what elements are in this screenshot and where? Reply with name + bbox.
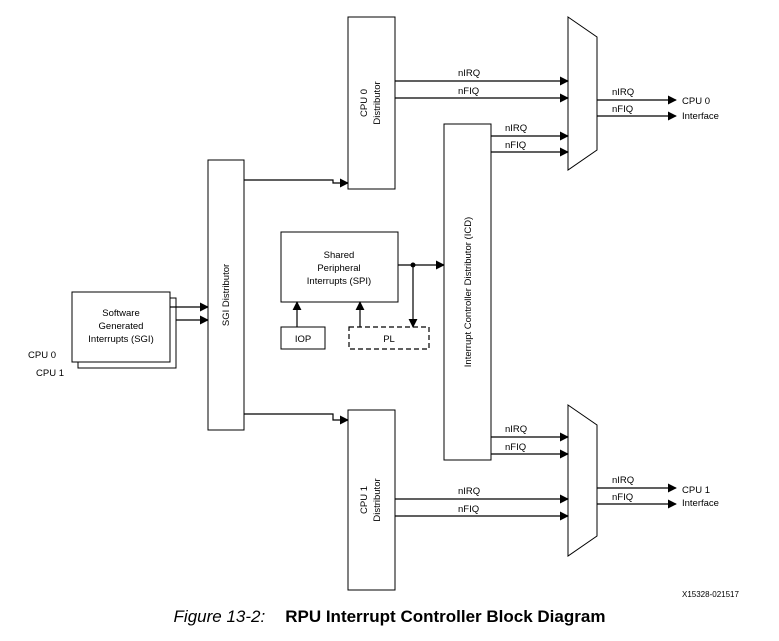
cpu1-interface-label-2: Interface <box>682 498 719 509</box>
cpu0-dist-nirq-label: nIRQ <box>458 68 480 79</box>
icd-block <box>443 123 492 461</box>
sgi-to-cpu0-dist-arrow <box>244 178 349 188</box>
cpu0-interface-label-1: CPU 0 <box>682 96 710 107</box>
icd-top-nirq-label: nIRQ <box>505 123 527 134</box>
sgi-to-cpu1-dist-arrow <box>244 413 349 425</box>
pl-block <box>348 326 430 350</box>
figure-title: RPU Interrupt Controller Block Diagram <box>285 607 606 626</box>
sgi-label-2: Generated <box>99 321 144 332</box>
cpu1-distributor-block <box>347 409 396 591</box>
sgi-box-front <box>71 291 171 363</box>
cpu0-dist-nfiq-label: nFIQ <box>458 86 479 97</box>
cpu0-input-label: CPU 0 <box>28 350 56 361</box>
sgi-distributor-label: SGI Distributor <box>221 264 232 326</box>
cpu1-input-label: CPU 1 <box>36 368 64 379</box>
spi-label-3: Interrupts (SPI) <box>307 276 371 287</box>
spi-label-1: Shared <box>324 250 355 261</box>
cpu1-mux <box>567 404 598 557</box>
sgi-label-3: Interrupts (SGI) <box>88 334 153 345</box>
cpu0-distributor-label-2: Distributor <box>372 81 383 124</box>
cpu0-out-nfiq-label: nFIQ <box>612 104 633 115</box>
cpu1-distributor-label-2: Distributor <box>372 478 383 521</box>
cpu1-interface-label-1: CPU 1 <box>682 485 710 496</box>
icd-bottom-nirq-label: nIRQ <box>505 424 527 435</box>
cpu1-out-nirq-label: nIRQ <box>612 475 634 486</box>
sgi-distributor-block <box>207 159 245 431</box>
figure-number: Figure 13-2: <box>173 607 266 626</box>
cpu0-mux <box>567 16 598 171</box>
figure-caption: Figure 13-2: RPU Interrupt Controller Blo… <box>0 607 779 627</box>
pl-label: PL <box>383 334 395 345</box>
sgi-block: Software Generated Interrupts (SGI) <box>71 291 177 369</box>
cpu0-distributor-block <box>347 16 396 190</box>
figure-id: X15328-021517 <box>682 590 739 599</box>
spi-label-2: Peripheral <box>317 263 360 274</box>
icd-top-nfiq-label: nFIQ <box>505 140 526 151</box>
spi-block <box>280 231 399 303</box>
sgi-label-1: Software <box>102 308 140 319</box>
cpu0-out-nirq-label: nIRQ <box>612 87 634 98</box>
cpu1-distributor-label-1: CPU 1 <box>359 486 370 514</box>
cpu0-distributor-label-1: CPU 0 <box>359 89 370 117</box>
cpu1-dist-nfiq-label: nFIQ <box>458 504 479 515</box>
iop-label: IOP <box>295 334 311 345</box>
cpu0-interface-label-2: Interface <box>682 111 719 122</box>
icd-bottom-nfiq-label: nFIQ <box>505 442 526 453</box>
iop-block <box>280 326 326 350</box>
cpu1-dist-nirq-label: nIRQ <box>458 486 480 497</box>
icd-label: Interrupt Controller Distributor (ICD) <box>463 217 474 367</box>
cpu1-out-nfiq-label: nFIQ <box>612 492 633 503</box>
interrupt-controller-diagram: Software Generated Interrupts (SGI) CPU … <box>28 16 739 599</box>
